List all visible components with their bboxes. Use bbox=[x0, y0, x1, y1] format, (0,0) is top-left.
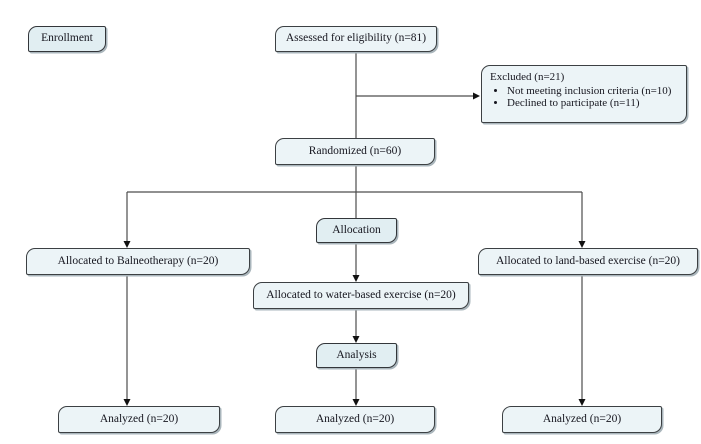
allocated-water-exercise-box: Allocated to water-based exercise (n=20) bbox=[253, 282, 469, 309]
randomized-box: Randomized (n=60) bbox=[275, 138, 435, 165]
analysis-stage-label: Analysis bbox=[316, 343, 397, 368]
excluded-reason-item: Declined to participate (n=11) bbox=[507, 97, 671, 110]
excluded-reason-list: Not meeting inclusion criteria (n=10) De… bbox=[490, 85, 671, 110]
excluded-title: Excluded (n=21) bbox=[490, 71, 565, 83]
allocated-balneotherapy-box: Allocated to Balneotherapy (n=20) bbox=[26, 248, 250, 275]
excluded-reason-item: Not meeting inclusion criteria (n=10) bbox=[507, 85, 671, 98]
assessed-eligibility-box: Assessed for eligibility (n=81) bbox=[275, 26, 437, 52]
excluded-box: Excluded (n=21) Not meeting inclusion cr… bbox=[481, 65, 687, 123]
analyzed-right-box: Analyzed (n=20) bbox=[502, 406, 662, 433]
enrollment-stage-label: Enrollment bbox=[28, 26, 106, 52]
analyzed-middle-box: Analyzed (n=20) bbox=[275, 406, 435, 433]
allocation-stage-label: Allocation bbox=[316, 218, 397, 243]
analyzed-left-box: Analyzed (n=20) bbox=[58, 406, 220, 433]
allocated-land-exercise-box: Allocated to land-based exercise (n=20) bbox=[478, 248, 698, 275]
